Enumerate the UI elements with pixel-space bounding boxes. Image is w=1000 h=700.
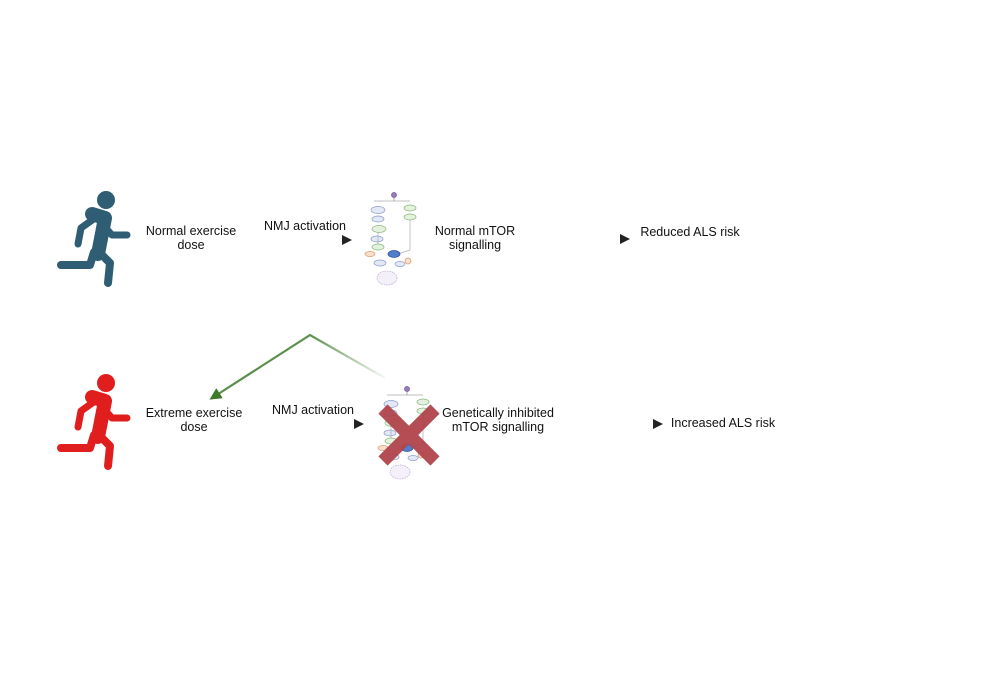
running-person-icon	[57, 374, 131, 470]
dose-label-extreme: Extreme exercise dose	[145, 406, 243, 434]
outcome-label-extreme: Increased ALS risk	[670, 416, 776, 430]
mtor-pathway-icon	[364, 192, 417, 286]
dose-label-normal: Normal exercise dose	[145, 224, 237, 252]
signalling-label-normal: Normal mTOR signalling	[434, 224, 516, 252]
signalling-label-extreme: Genetically inhibited mTOR signalling	[442, 406, 554, 434]
feedback-arrow	[209, 333, 386, 400]
running-person-icon	[57, 191, 131, 287]
cross-icon	[378, 404, 440, 466]
activation-label-extreme: NMJ activation	[272, 403, 354, 417]
outcome-label-normal: Reduced ALS risk	[640, 225, 740, 239]
activation-label-normal: NMJ activation	[264, 219, 346, 233]
